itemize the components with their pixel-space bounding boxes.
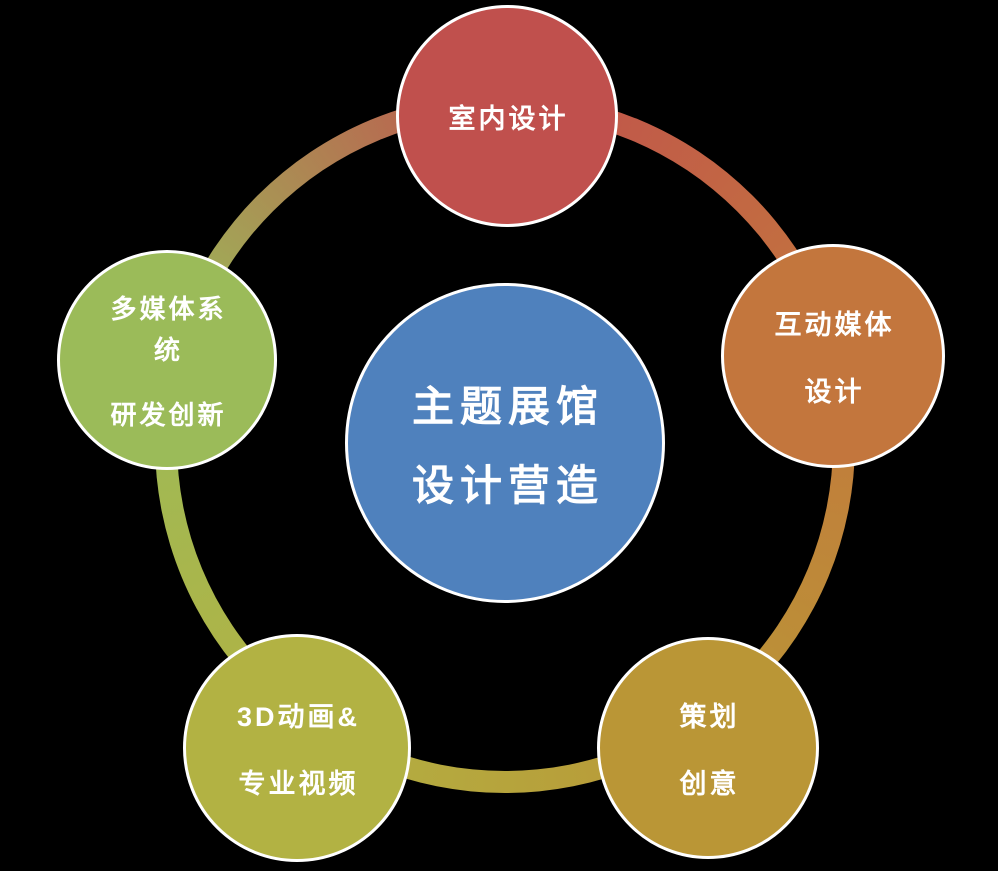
node-interior-design: 室内设计: [396, 5, 618, 227]
node-label: 多媒体系: [110, 293, 227, 324]
node-label: 创意: [679, 769, 740, 799]
node-label: 设计: [804, 377, 865, 407]
node-label: 研发创新: [110, 399, 227, 430]
node-label: 策划: [679, 702, 740, 732]
center-label: 设计营造: [411, 462, 604, 509]
node-label: 室内设计: [448, 103, 569, 134]
node-label: 统: [153, 334, 183, 365]
node-label: 专业视频: [238, 769, 359, 799]
center-theme-pavilion: 主题展馆 设计营造: [345, 283, 665, 603]
center-label: 主题展馆: [411, 383, 604, 430]
node-planning-creativity: 策划 创意: [597, 637, 819, 859]
node-label: 3D动画&: [236, 702, 360, 732]
node-3d-animation-video: 3D动画& 专业视频: [183, 634, 411, 862]
node-multimedia-system-rnd: 多媒体系 统 研发创新: [57, 250, 277, 470]
node-interactive-media-design: 互动媒体 设计: [721, 244, 945, 468]
node-label: 互动媒体: [774, 310, 895, 340]
